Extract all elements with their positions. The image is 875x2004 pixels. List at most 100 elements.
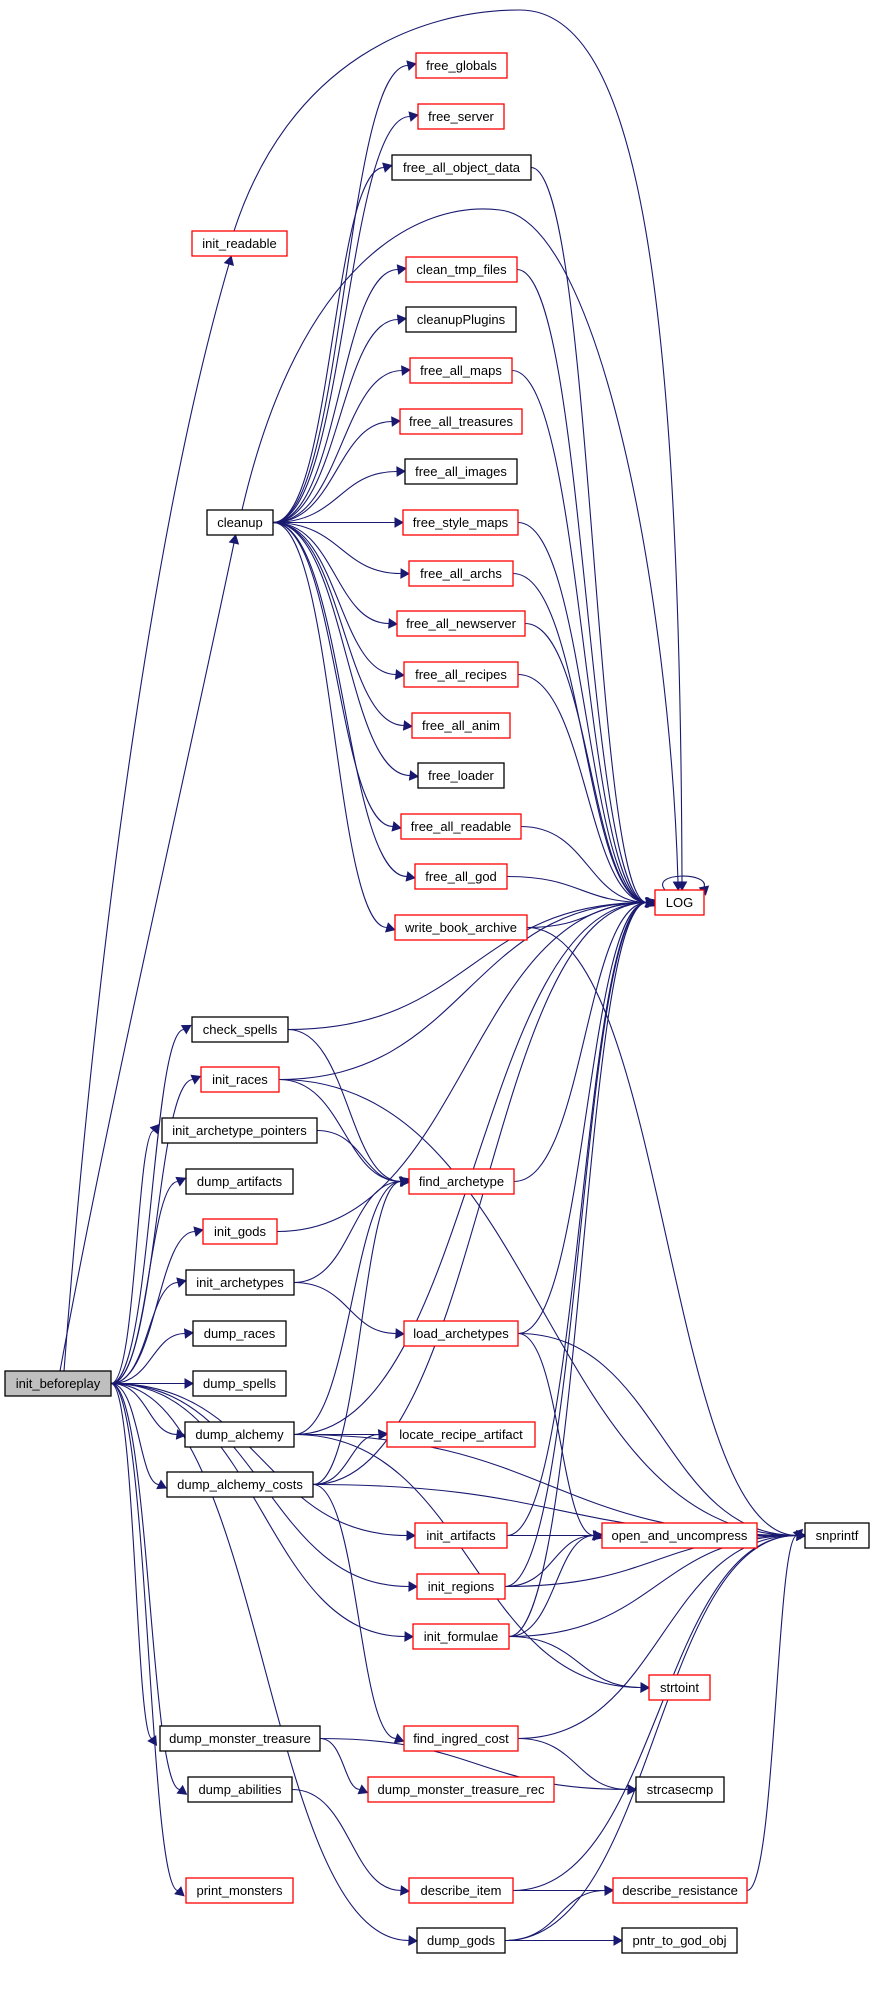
node-box[interactable]: [417, 762, 505, 789]
node-write_book_archive[interactable]: write_book_archive: [394, 914, 528, 941]
node-find_archetype[interactable]: find_archetype: [408, 1168, 515, 1195]
node-box[interactable]: [411, 712, 511, 739]
node-box[interactable]: [184, 1421, 295, 1448]
node-box[interactable]: [654, 889, 705, 916]
node-dump_artifacts[interactable]: dump_artifacts: [185, 1168, 294, 1195]
node-strtoint[interactable]: strtoint: [648, 1674, 711, 1701]
node-pntr_to_god_obj[interactable]: pntr_to_god_obj: [621, 1927, 738, 1954]
node-box[interactable]: [403, 661, 519, 688]
node-box[interactable]: [192, 1320, 287, 1347]
node-box[interactable]: [185, 1269, 295, 1296]
node-box[interactable]: [416, 1927, 506, 1954]
node-box[interactable]: [159, 1725, 321, 1752]
node-init_artifacts[interactable]: init_artifacts: [414, 1522, 508, 1549]
node-box[interactable]: [396, 610, 526, 637]
node-free_all_treasures[interactable]: free_all_treasures: [399, 408, 523, 435]
node-check_spells[interactable]: check_spells: [191, 1016, 289, 1043]
node-dump_alchemy_costs[interactable]: dump_alchemy_costs: [166, 1471, 314, 1498]
node-free_all_readable[interactable]: free_all_readable: [400, 813, 522, 840]
node-box[interactable]: [408, 1877, 514, 1904]
node-init_regions[interactable]: init_regions: [416, 1573, 506, 1600]
node-box[interactable]: [416, 1573, 506, 1600]
node-box[interactable]: [414, 1522, 508, 1549]
node-describe_resistance[interactable]: describe_resistance: [612, 1877, 748, 1904]
node-free_style_maps[interactable]: free_style_maps: [402, 509, 519, 536]
node-box[interactable]: [394, 914, 528, 941]
node-box[interactable]: [367, 1776, 555, 1803]
node-dump_spells[interactable]: dump_spells: [192, 1370, 287, 1397]
node-box[interactable]: [402, 509, 519, 536]
node-snprintf[interactable]: snprintf: [804, 1522, 870, 1549]
node-init_races[interactable]: init_races: [200, 1066, 280, 1093]
node-box[interactable]: [409, 357, 513, 384]
node-init_beforeplay[interactable]: init_beforeplay: [4, 1370, 112, 1397]
node-free_server[interactable]: free_server: [417, 103, 505, 130]
node-dump_monster_treasure_rec[interactable]: dump_monster_treasure_rec: [367, 1776, 555, 1803]
node-strcasecmp[interactable]: strcasecmp: [635, 1776, 725, 1803]
node-box[interactable]: [405, 256, 518, 283]
node-cleanupPlugins[interactable]: cleanupPlugins: [405, 306, 517, 333]
node-describe_item[interactable]: describe_item: [408, 1877, 514, 1904]
node-free_all_images[interactable]: free_all_images: [404, 458, 518, 485]
node-box[interactable]: [601, 1522, 758, 1549]
node-free_all_anim[interactable]: free_all_anim: [411, 712, 511, 739]
node-LOG[interactable]: LOG: [654, 889, 705, 916]
node-clean_tmp_files[interactable]: clean_tmp_files: [405, 256, 518, 283]
node-box[interactable]: [191, 1016, 289, 1043]
node-init_archetypes[interactable]: init_archetypes: [185, 1269, 295, 1296]
node-init_readable[interactable]: init_readable: [191, 230, 288, 257]
node-find_ingred_cost[interactable]: find_ingred_cost: [403, 1725, 519, 1752]
node-box[interactable]: [391, 154, 532, 181]
node-box[interactable]: [400, 813, 522, 840]
node-box[interactable]: [404, 458, 518, 485]
node-locate_recipe_artifact[interactable]: locate_recipe_artifact: [386, 1421, 536, 1448]
node-box[interactable]: [412, 1623, 510, 1650]
node-free_all_object_data[interactable]: free_all_object_data: [391, 154, 532, 181]
node-box[interactable]: [185, 1877, 294, 1904]
node-free_all_god[interactable]: free_all_god: [414, 863, 508, 890]
node-box[interactable]: [408, 1168, 515, 1195]
node-box[interactable]: [403, 1320, 519, 1347]
node-box[interactable]: [191, 230, 288, 257]
node-free_all_archs[interactable]: free_all_archs: [408, 560, 514, 587]
node-box[interactable]: [187, 1776, 293, 1803]
node-box[interactable]: [166, 1471, 314, 1498]
node-box[interactable]: [415, 52, 508, 79]
node-load_archetypes[interactable]: load_archetypes: [403, 1320, 519, 1347]
node-box[interactable]: [648, 1674, 711, 1701]
node-box[interactable]: [403, 1725, 519, 1752]
node-init_formulae[interactable]: init_formulae: [412, 1623, 510, 1650]
node-box[interactable]: [200, 1066, 280, 1093]
node-box[interactable]: [804, 1522, 870, 1549]
node-box[interactable]: [635, 1776, 725, 1803]
node-open_and_uncompress[interactable]: open_and_uncompress: [601, 1522, 758, 1549]
node-box[interactable]: [206, 509, 274, 536]
node-dump_alchemy[interactable]: dump_alchemy: [184, 1421, 295, 1448]
node-dump_races[interactable]: dump_races: [192, 1320, 287, 1347]
node-dump_monster_treasure[interactable]: dump_monster_treasure: [159, 1725, 321, 1752]
node-box[interactable]: [161, 1117, 318, 1144]
node-dump_gods[interactable]: dump_gods: [416, 1927, 506, 1954]
node-box[interactable]: [612, 1877, 748, 1904]
node-free_all_newserver[interactable]: free_all_newserver: [396, 610, 526, 637]
node-init_gods[interactable]: init_gods: [202, 1218, 278, 1245]
node-box[interactable]: [408, 560, 514, 587]
node-box[interactable]: [202, 1218, 278, 1245]
node-dump_abilities[interactable]: dump_abilities: [187, 1776, 293, 1803]
node-box[interactable]: [405, 306, 517, 333]
node-box[interactable]: [4, 1370, 112, 1397]
node-box[interactable]: [414, 863, 508, 890]
node-free_globals[interactable]: free_globals: [415, 52, 508, 79]
node-print_monsters[interactable]: print_monsters: [185, 1877, 294, 1904]
node-free_loader[interactable]: free_loader: [417, 762, 505, 789]
node-box[interactable]: [192, 1370, 287, 1397]
node-init_archetype_pointers[interactable]: init_archetype_pointers: [161, 1117, 318, 1144]
node-box[interactable]: [621, 1927, 738, 1954]
node-box[interactable]: [386, 1421, 536, 1448]
node-box[interactable]: [185, 1168, 294, 1195]
node-free_all_recipes[interactable]: free_all_recipes: [403, 661, 519, 688]
node-cleanup[interactable]: cleanup: [206, 509, 274, 536]
node-box[interactable]: [399, 408, 523, 435]
node-box[interactable]: [417, 103, 505, 130]
node-free_all_maps[interactable]: free_all_maps: [409, 357, 513, 384]
